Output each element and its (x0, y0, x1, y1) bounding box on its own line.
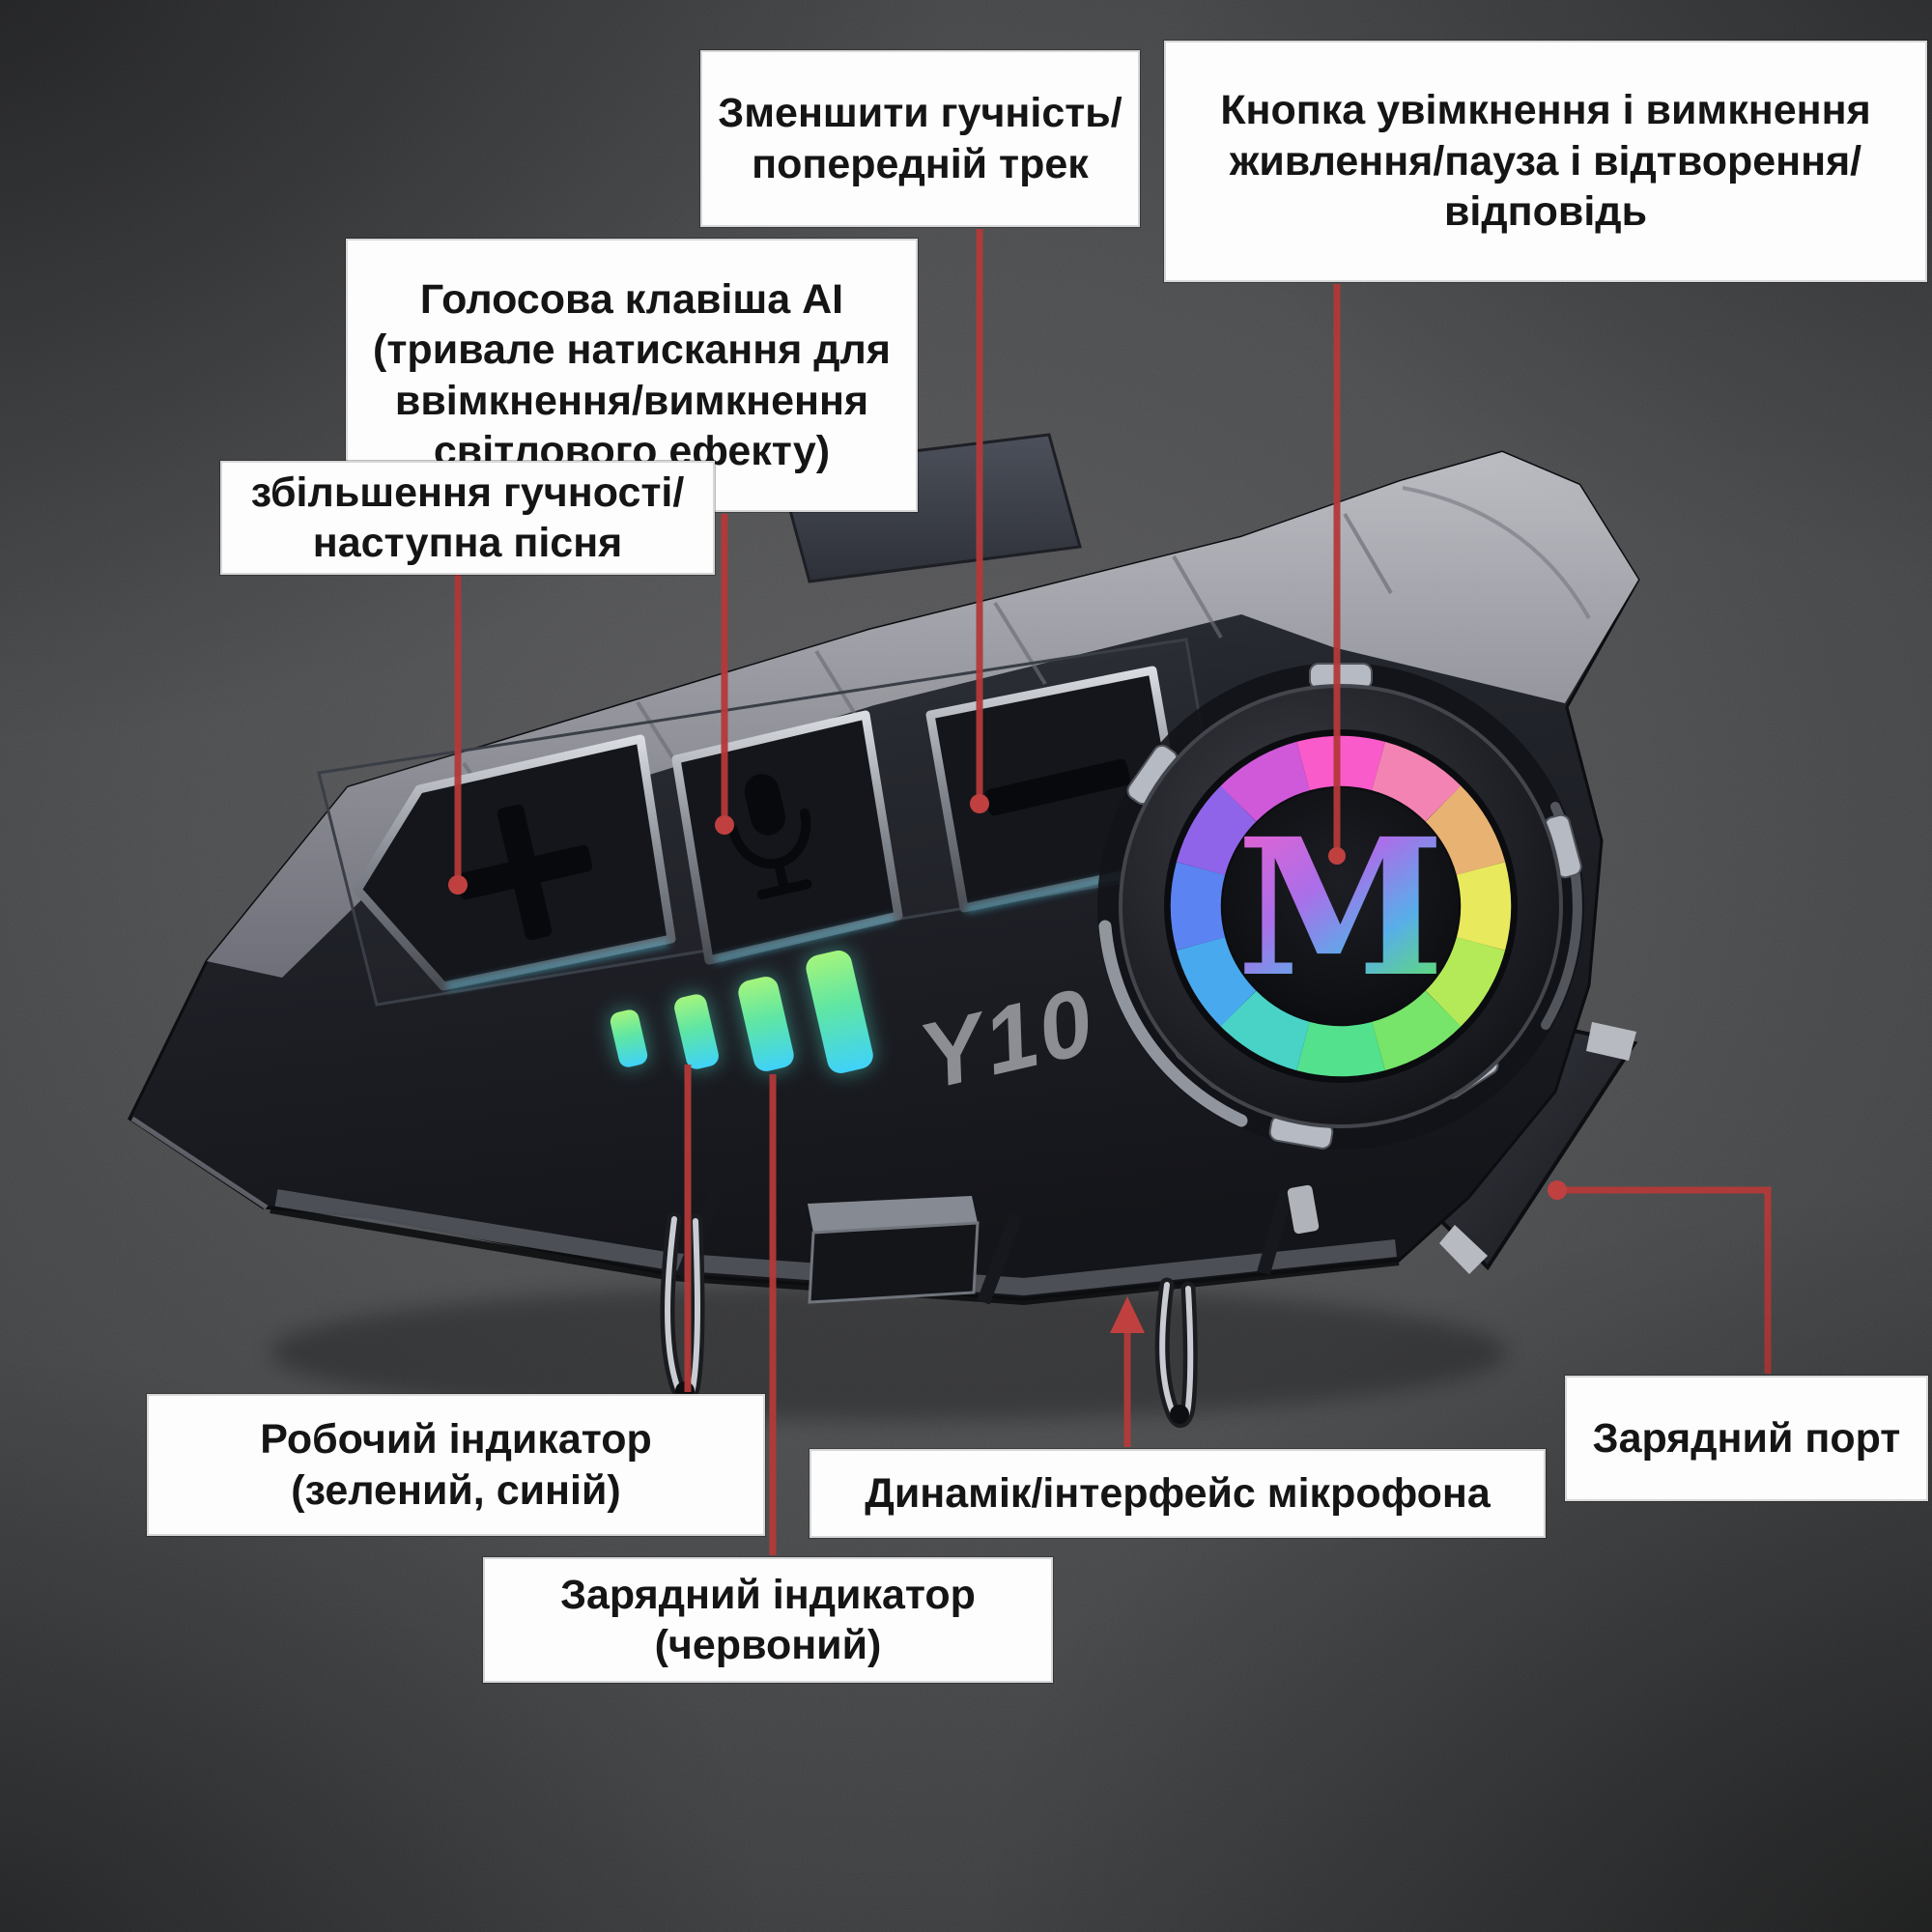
rim-latch (1287, 1184, 1320, 1235)
microphone-icon (727, 774, 812, 900)
label-line: відповідь (1443, 188, 1648, 236)
label-line: живлення/пауза і відтворення/ (1229, 137, 1862, 185)
bottom-rib (977, 1212, 1023, 1305)
minus-icon (984, 758, 1131, 816)
bezel-highlight-arc (1098, 920, 1248, 1127)
led-bar-3 (738, 977, 794, 1071)
label-volume-up-next: збільшення гучності/ наступна пісня (220, 461, 715, 575)
bottom-rib (1257, 1190, 1293, 1275)
volume-up-button[interactable] (353, 734, 676, 991)
label-line: Зарядний порт (1592, 1414, 1901, 1462)
plus-icon (456, 804, 593, 941)
ai-voice-button[interactable] (671, 710, 903, 965)
label-power-button: Кнопка увімкнення і вимкнення живлення/п… (1164, 41, 1927, 282)
label-charging-indicator: Зарядний індикатор (червоний) (483, 1557, 1053, 1683)
label-line: Зарядний індикатор (560, 1571, 976, 1618)
label-volume-down-prev: Зменшити гучність/ попередній трек (700, 50, 1140, 227)
rgb-ring (1170, 735, 1512, 1077)
device-shadow (270, 1285, 1507, 1420)
label-working-indicator: Робочий індикатор (зелений, синій) (147, 1394, 765, 1536)
label-line: ввімкнення/вимкнення (394, 377, 869, 424)
label-line: Голосова клавіша AI (419, 275, 844, 323)
annotation-dots (448, 794, 1567, 1333)
power-button[interactable]: M (1097, 663, 1584, 1150)
label-charging-port: Зарядний порт (1565, 1376, 1928, 1501)
label-line: (червоний) (654, 1622, 882, 1668)
led-bar-4 (806, 950, 873, 1073)
brand-logo: M (1236, 797, 1445, 1018)
led-indicator-bars (610, 950, 873, 1073)
annotation-lines (454, 229, 1772, 1555)
annotation-line-charge-port (1557, 1186, 1772, 1374)
headset-device: Y10 (128, 433, 1640, 1428)
label-line: наступна пісня (312, 520, 623, 566)
led-bar-2 (674, 994, 719, 1069)
speaker-mic-connector (808, 1196, 980, 1304)
label-line: (зелений, синій) (291, 1466, 621, 1514)
fin-crease (1402, 486, 1591, 619)
label-line: попередній трек (752, 140, 1089, 187)
annotation-arrow-up (1110, 1296, 1145, 1333)
device-top-band (207, 452, 1638, 978)
label-line: (тривале натискання для (373, 327, 891, 374)
led-bar-1 (610, 1009, 648, 1067)
left-tip-edge (130, 1116, 269, 1210)
label-line: Кнопка увімкнення і вимкнення (1220, 87, 1871, 134)
label-line: Робочий індикатор (260, 1416, 652, 1463)
label-line: Зменшити гучність/ (718, 90, 1122, 137)
label-line: збільшення гучності/ (250, 469, 685, 516)
speaker-wire-right (1154, 1277, 1198, 1428)
label-speaker-mic-interface: Динамік/інтерфейс мікрофона (810, 1449, 1546, 1538)
label-line: Динамік/інтерфейс мікрофона (865, 1469, 1491, 1517)
